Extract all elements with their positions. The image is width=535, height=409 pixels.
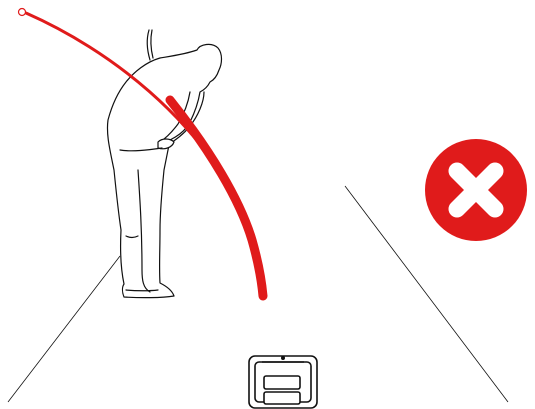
ball-start-marker [19,9,26,16]
lane-line-left [8,256,120,402]
x-mark-icon [425,139,527,241]
launch-monitor-icon [249,356,317,408]
